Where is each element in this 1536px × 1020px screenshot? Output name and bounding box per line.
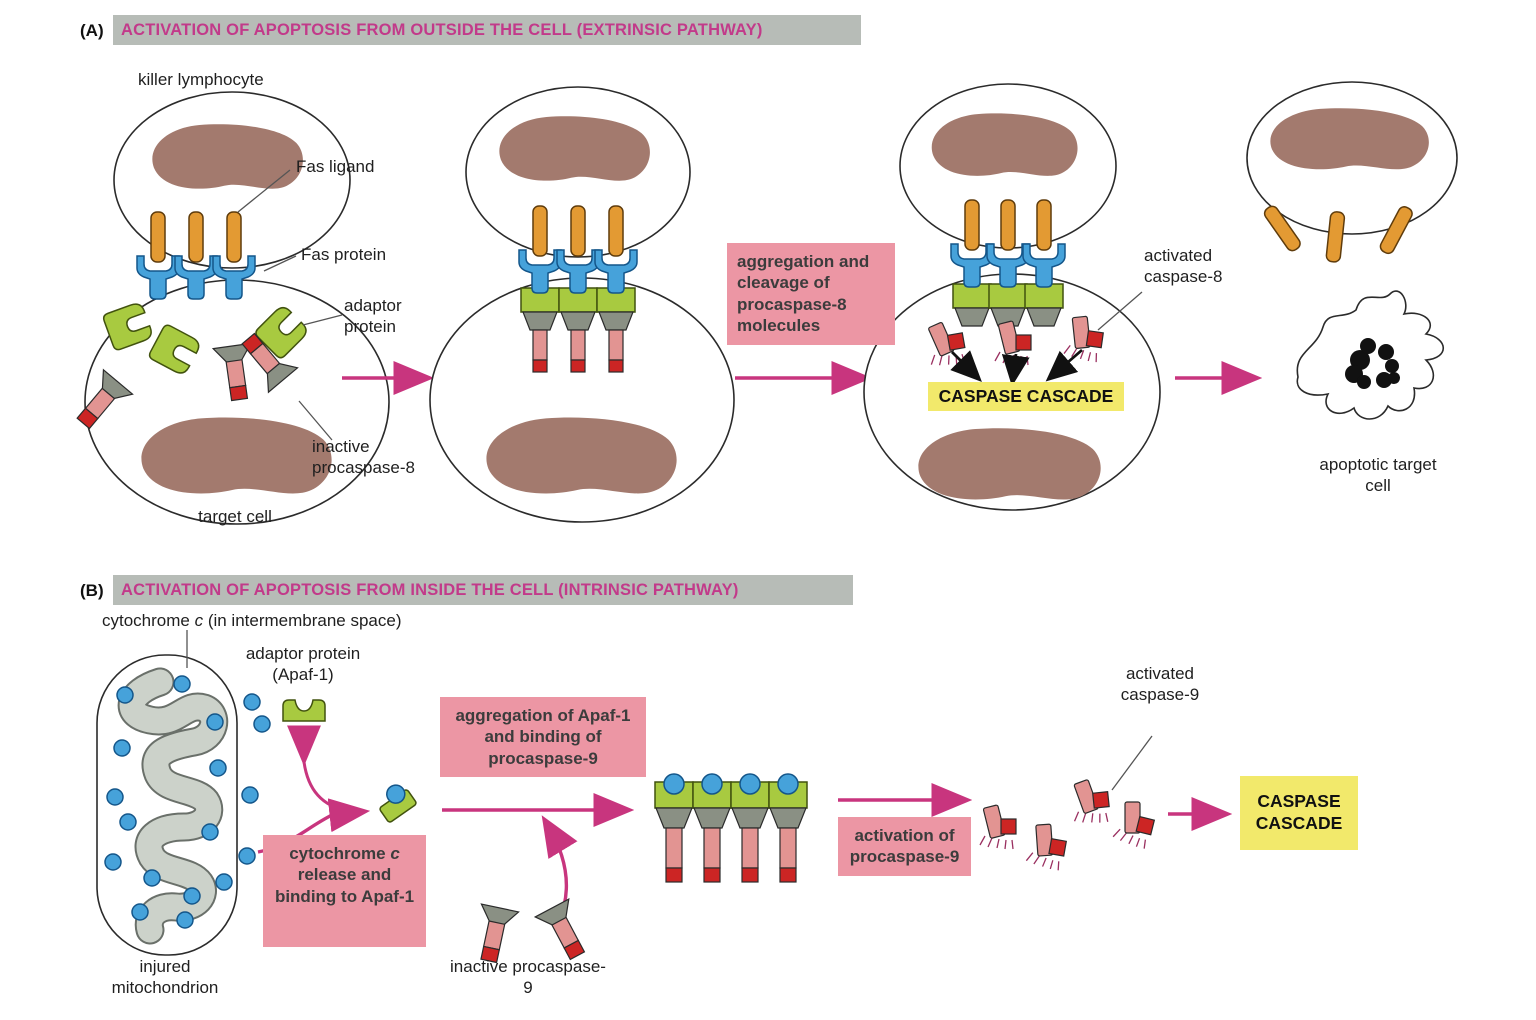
disc-complex-3 [952,283,1064,327]
fas-protein-leader [263,255,297,272]
activation-procaspase9-box: activation of procaspase-9 [838,817,971,876]
panel-b-title: ACTIVATION OF APOPTOSIS FROM INSIDE THE … [121,580,739,599]
apoptotic-target-cell [1296,290,1444,420]
cytochrome-release-box: cytochrome c release and binding to Apaf… [263,835,426,947]
adaptor-protein-label: adaptor protein [344,296,402,336]
apaf1-adaptor [282,699,326,722]
injured-mitochondrion-label: injured mitochondrion [111,957,219,997]
caspase-cascade-box-a: CASPASE CASCADE [928,382,1124,411]
activated-caspase9-molecules [979,776,1159,872]
fas-ligand-leader [237,169,291,213]
procaspase8-leader [298,400,333,441]
activated-caspase9-leader [1111,735,1153,791]
cytochrome-c-label: cytochrome c (in intermembrane space) [102,611,402,630]
apaf1-adaptor-label: adaptor protein (Apaf-1) [245,644,361,684]
killer-lymphocyte-label: killer lymphocyte [138,70,264,89]
panel-a-title-bar: ACTIVATION OF APOPTOSIS FROM OUTSIDE THE… [113,15,861,45]
fas-ligand-label: Fas ligand [296,157,375,176]
activated-caspase8-leader [1097,291,1143,331]
fas-ligands-2 [532,205,624,257]
killer-lymphocyte-2 [465,86,691,258]
aggregation-binding-box: aggregation of Apaf-1 and binding of pro… [440,697,646,778]
killer-lymphocyte-4 [1246,81,1458,235]
inactive-procaspase8-label: inactive procaspase-8 [312,437,416,477]
aggregation-cleavage-box: aggregation and cleavage of procaspase-8… [727,243,895,345]
fas-ligands-1 [150,211,242,263]
activated-caspase8-label: activated caspase-8 [1144,246,1223,286]
fas-protein-label: Fas protein [301,245,387,264]
panel-a-title: ACTIVATION OF APOPTOSIS FROM OUTSIDE THE… [121,20,763,39]
apaf1-cytochrome-complex [379,784,417,823]
target-cell-label: target cell [198,507,272,526]
activated-caspase9-label: activated caspase-9 [1120,664,1200,704]
inactive-procaspase9-molecules [469,898,595,966]
killer-lymphocyte-1 [113,91,351,269]
panel-b-tag: (B) [80,581,104,600]
condensed-chromatin [1345,338,1400,389]
apoptotic-target-cell-label: apoptotic target cell [1319,455,1437,495]
panel-b-title-bar: ACTIVATION OF APOPTOSIS FROM INSIDE THE … [113,575,853,605]
inactive-procaspase9-label: inactive procaspase-9 [450,957,606,997]
caspase-cascade-box-b: CASPASE CASCADE [1240,776,1358,850]
fas-ligands-3 [964,199,1052,251]
apoptosome [654,773,808,883]
cytochrome-c-dots [104,675,271,929]
panel-a-tag: (A) [80,21,104,40]
release-arrows [257,725,371,854]
adaptor-leader [302,314,343,326]
disc-complex-2 [520,287,636,373]
caspase-cascade-arrows [950,348,1083,387]
injured-mitochondrion [96,654,271,956]
procaspase9-join-arrow [541,815,578,907]
